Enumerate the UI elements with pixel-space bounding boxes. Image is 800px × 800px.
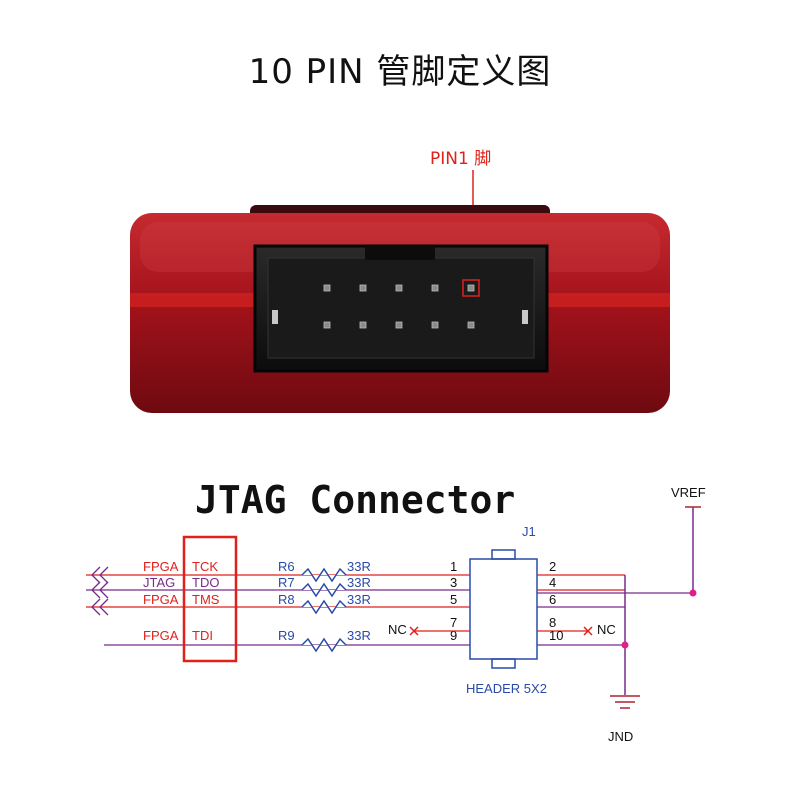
- svg-text:33R: 33R: [347, 628, 371, 643]
- svg-text:33R: 33R: [347, 575, 371, 590]
- svg-text:1: 1: [450, 559, 457, 574]
- signal-row-tdo: JTAG TDO R7 33R 3: [86, 575, 470, 591]
- pin-4-label: 4: [549, 575, 556, 590]
- header-bottom-tab: [491, 658, 516, 669]
- ground-symbol: [610, 695, 640, 709]
- svg-text:R8: R8: [278, 592, 295, 607]
- offpage-arrows: [91, 566, 109, 616]
- svg-text:JTAG: JTAG: [143, 575, 175, 590]
- svg-text:R6: R6: [278, 559, 295, 574]
- svg-text:TDI: TDI: [192, 628, 213, 643]
- svg-text:9: 9: [450, 628, 457, 643]
- socket-key-notch: [365, 246, 435, 260]
- svg-text:FPGA: FPGA: [143, 592, 179, 607]
- connector-name: HEADER 5X2: [466, 681, 547, 696]
- socket-pins: [323, 284, 475, 329]
- svg-text:FPGA: FPGA: [143, 559, 179, 574]
- resistors: [301, 567, 347, 653]
- svg-text:TDO: TDO: [192, 575, 219, 590]
- jtag-adapter-device: [130, 205, 670, 413]
- svg-text:FPGA: FPGA: [143, 628, 179, 643]
- connector-ref: J1: [522, 524, 536, 539]
- resistor-r7: [301, 582, 347, 598]
- pin1-label: PIN1 脚: [430, 149, 492, 169]
- junction-vref: [689, 589, 697, 597]
- resistor-r6: [301, 567, 347, 583]
- svg-text:3: 3: [450, 575, 457, 590]
- schematic-title: JTAG Connector: [195, 478, 515, 522]
- signal-row-tck: FPGA TCK R6 33R 1: [86, 559, 470, 576]
- pin-10-label: 10: [549, 628, 563, 643]
- pin-8-label: 8: [549, 615, 556, 630]
- vref-label: VREF: [671, 485, 706, 500]
- svg-text:33R: 33R: [347, 592, 371, 607]
- signal-row-tdi: FPGA TDI R9 33R 9: [104, 628, 470, 646]
- pin-2-label: 2: [549, 559, 556, 574]
- pin-6-label: 6: [549, 592, 556, 607]
- signal-names-highlight-box: [182, 535, 238, 663]
- pin1-highlight-box: [462, 279, 480, 297]
- right-side-wires: [537, 574, 693, 695]
- svg-text:5: 5: [450, 592, 457, 607]
- resistor-r8: [301, 599, 347, 615]
- nc-right-label: NC: [597, 622, 616, 637]
- pin-7-label: 7: [450, 615, 457, 630]
- header-top-tab: [491, 549, 516, 560]
- junction-gnd: [621, 641, 629, 649]
- resistor-r9: [301, 637, 347, 653]
- svg-text:R7: R7: [278, 575, 295, 590]
- nc-left-label: NC: [388, 622, 407, 637]
- svg-text:TMS: TMS: [192, 592, 220, 607]
- svg-text:R9: R9: [278, 628, 295, 643]
- svg-text:33R: 33R: [347, 559, 371, 574]
- signal-row-tms: FPGA TMS R8 33R 5: [86, 592, 470, 608]
- header-body: [469, 558, 538, 660]
- page-title: 10 PIN 管脚定义图: [248, 52, 552, 92]
- gnd-label: JND: [608, 729, 633, 744]
- svg-text:TCK: TCK: [192, 559, 218, 574]
